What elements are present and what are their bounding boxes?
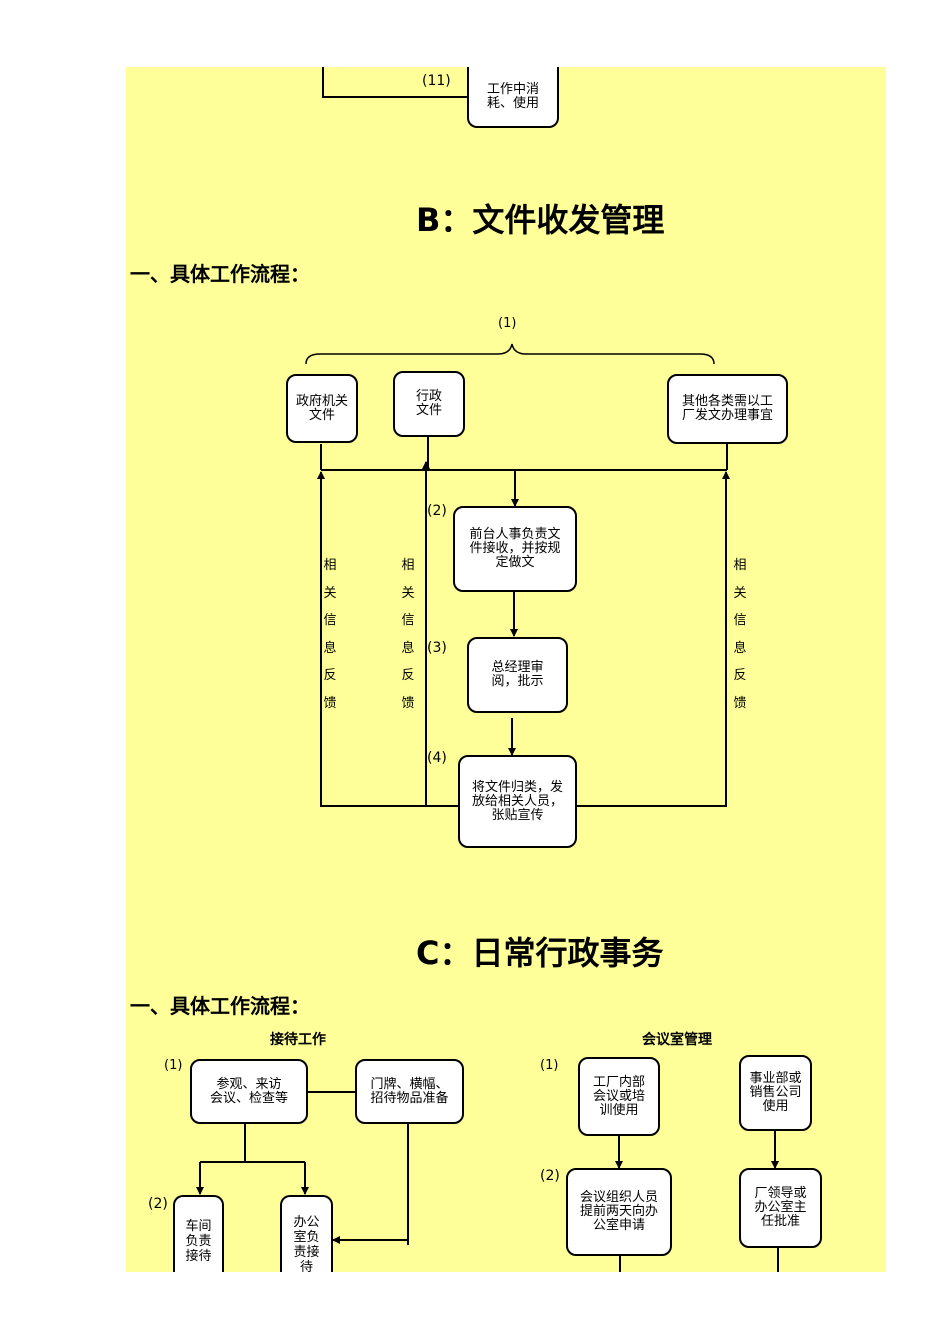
section-b-subtitle: 一、具体工作流程：: [130, 262, 310, 286]
section-c-title: C：日常行政事务: [416, 934, 664, 972]
step-receive-docs: 前台人事负责文 件接收，并按规 定做文: [453, 506, 577, 592]
source-government-docs: 政府机关 文件: [286, 374, 358, 443]
step-gm-review: 总经理审 阅，批示: [467, 637, 568, 713]
prep-box: 门牌、横幅、 招待物品准备: [355, 1059, 464, 1124]
feedback-label-left: 相关信息反馈: [323, 558, 337, 711]
reception-step-2: (2): [148, 1196, 168, 1212]
internal-use-box: 工厂内部 会议或培 训使用: [578, 1057, 660, 1136]
step-distribute-docs: 将文件归类，发 放给相关人员， 张贴宣传: [458, 755, 577, 848]
consumption-box: 工作中消 耗、使用: [467, 67, 559, 128]
apply-box: 会议组织人员 提前两天向办 公室申请: [566, 1168, 672, 1256]
brace-label: (1): [498, 316, 517, 331]
brace-line: [305, 343, 715, 365]
meeting-step-2: (2): [540, 1168, 560, 1184]
office-reception-box: 办公 室负 责接 待: [280, 1195, 333, 1285]
reception-step-1: (1): [164, 1058, 183, 1073]
feedback-label-middle: 相关信息反馈: [401, 558, 415, 711]
visit-box: 参观、来访 会议、检查等: [190, 1059, 308, 1124]
page-bottom-margin: [0, 1272, 950, 1344]
section-c-subtitle: 一、具体工作流程：: [130, 994, 310, 1018]
feedback-label-right: 相关信息反馈: [733, 558, 747, 711]
step-number-4: (4): [427, 750, 447, 766]
step-number-2: (2): [427, 503, 447, 519]
meeting-step-1: (1): [540, 1058, 559, 1073]
source-admin-docs: 行政 文件: [393, 371, 465, 437]
section-b-title: B：文件收发管理: [416, 201, 665, 239]
approve-box: 厂领导或 办公室主 任批准: [739, 1168, 822, 1248]
source-other-matters: 其他各类需以工 厂发文办理事宜: [667, 374, 788, 444]
meeting-room-heading: 会议室管理: [642, 1032, 712, 1048]
step-number-11: (11): [422, 73, 451, 89]
step-number-3: (3): [427, 640, 447, 656]
reception-heading: 接待工作: [270, 1032, 326, 1048]
top-connector: [322, 67, 468, 98]
workshop-reception-box: 车间 负责 接待: [173, 1195, 224, 1285]
division-use-box: 事业部或 销售公司 使用: [739, 1055, 812, 1131]
